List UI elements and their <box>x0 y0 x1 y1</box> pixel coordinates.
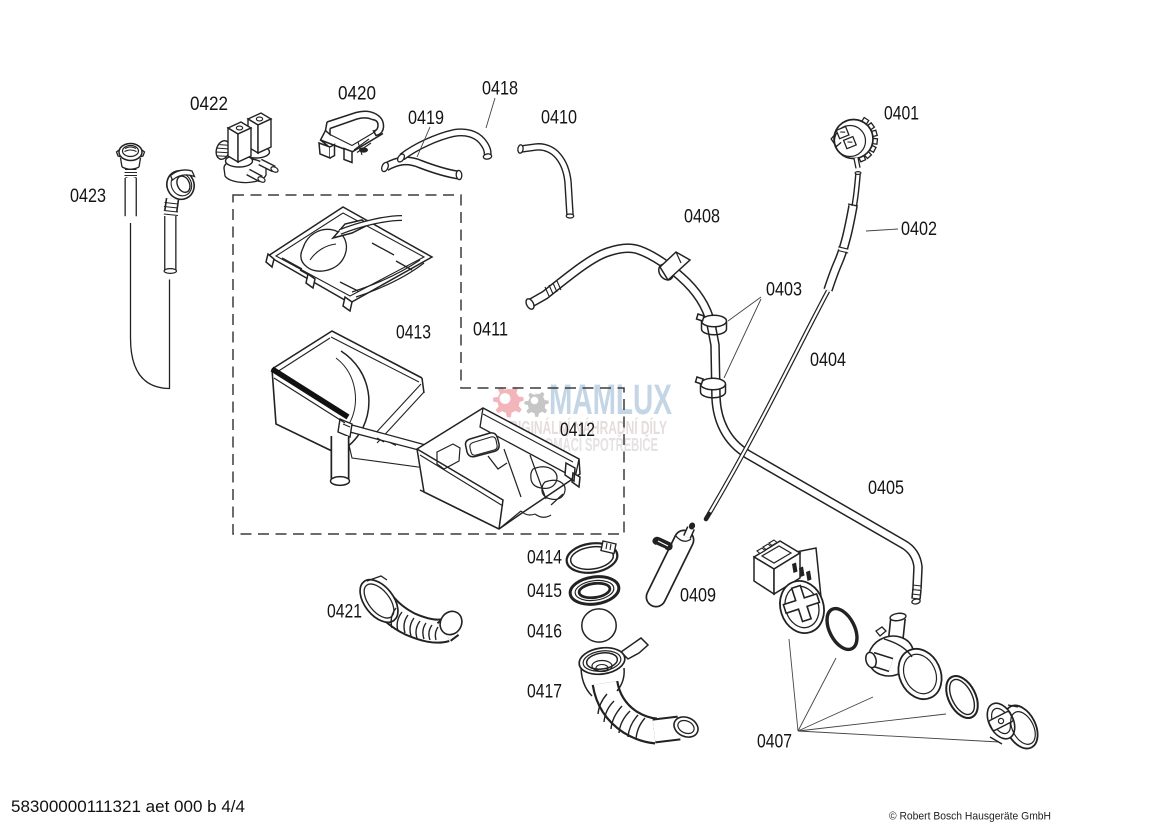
svg-text:0401: 0401 <box>884 103 919 125</box>
svg-text:0422: 0422 <box>190 93 228 115</box>
svg-text:© Robert Bosch Hausgeräte GmbH: © Robert Bosch Hausgeräte GmbH <box>889 811 1051 823</box>
svg-text:0402: 0402 <box>901 218 937 240</box>
svg-text:0405: 0405 <box>868 477 904 499</box>
svg-text:0410: 0410 <box>541 107 577 129</box>
svg-text:0412: 0412 <box>560 419 595 441</box>
svg-text:0407: 0407 <box>757 731 792 753</box>
svg-text:0404: 0404 <box>810 349 846 371</box>
svg-text:0408: 0408 <box>684 206 720 228</box>
svg-text:0423: 0423 <box>70 185 106 207</box>
svg-text:0421: 0421 <box>327 601 362 623</box>
svg-text:0418: 0418 <box>482 78 518 100</box>
svg-text:0420: 0420 <box>338 83 376 105</box>
svg-text:0403: 0403 <box>766 279 802 301</box>
svg-text:0416: 0416 <box>527 621 562 643</box>
svg-text:0415: 0415 <box>527 580 562 602</box>
svg-text:MAMLUX: MAMLUX <box>549 376 672 424</box>
svg-text:0419: 0419 <box>408 107 444 129</box>
svg-text:0413: 0413 <box>396 322 431 344</box>
svg-text:58300000111321 aet 000 b 4/4: 58300000111321 aet 000 b 4/4 <box>11 797 245 816</box>
svg-text:0417: 0417 <box>527 681 562 703</box>
svg-text:ORIGINÁLNÍ NÁHRADNÍ DÍLY: ORIGINÁLNÍ NÁHRADNÍ DÍLY <box>500 417 667 438</box>
svg-text:0414: 0414 <box>527 547 562 569</box>
svg-text:0411: 0411 <box>473 319 508 341</box>
svg-text:0409: 0409 <box>680 585 716 607</box>
